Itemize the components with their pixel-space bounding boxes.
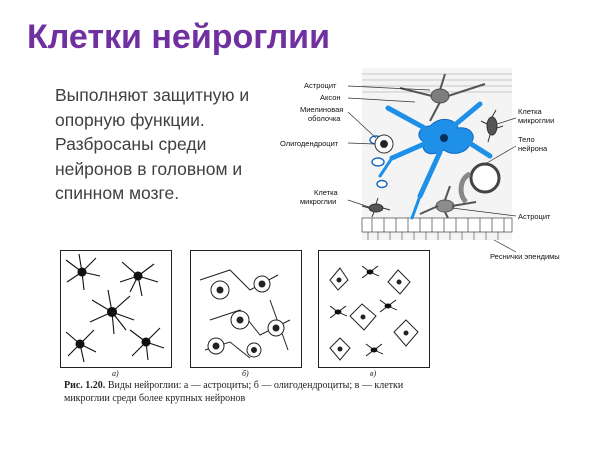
oligodendrocyte-cells <box>199 269 291 359</box>
panel-letter-c: в) <box>370 369 377 378</box>
neuron-soma-grey <box>458 162 501 204</box>
slide-title: Клетки нейроглии <box>27 18 330 56</box>
astrocyte-bottom-shape <box>419 185 477 219</box>
figure-caption: Рис. 1.20. Виды нейроглии: а — астроциты… <box>64 379 434 405</box>
microglia-cells <box>329 265 398 357</box>
panel-letter-a: а) <box>112 369 119 378</box>
oligodendrocyte-shape <box>374 134 394 154</box>
label-axon: Аксон <box>320 93 341 102</box>
microglia-left-shape <box>361 197 391 218</box>
label-microglia-left: Клетка микроглии <box>300 188 340 206</box>
caption-text: Виды нейроглии: а — астроциты; б — олиго… <box>64 380 404 404</box>
label-leader-lines <box>347 85 517 253</box>
neuroglia-diagram: Астроцит Аксон Миелиновая оболочка Олиго… <box>280 68 560 261</box>
panel-oligodendrocytes <box>190 250 302 368</box>
panel-microglia <box>318 250 430 368</box>
astrocyte-top-shape <box>399 73 486 122</box>
label-ependyma-cilia: Реснички эпендимы <box>490 252 560 261</box>
slide-body-text: Выполняют защитную и опорную функции. Ра… <box>55 85 250 203</box>
neuron-body-shape <box>378 101 493 220</box>
astrocyte-cells <box>65 253 165 363</box>
label-neuron-body: Тело нейрона <box>518 135 548 153</box>
label-microglia-right: Клетка микроглии <box>518 107 554 125</box>
label-myelin-sheath: Миелиновая оболочка <box>300 105 345 123</box>
caption-number: Рис. 1.20. <box>64 380 106 391</box>
ependyma-cilia <box>367 232 499 240</box>
label-oligodendrocyte: Олигодендроцит <box>280 139 339 148</box>
label-astrocyte-top: Астроцит <box>304 81 337 90</box>
ependyma-layer <box>361 217 513 233</box>
microglia-right-shape <box>480 109 504 143</box>
neuron-cells <box>329 267 419 361</box>
panel-astrocytes <box>60 250 172 368</box>
label-astrocyte-bottom: Астроцит <box>518 212 551 221</box>
panel-letter-b: б) <box>242 369 249 378</box>
